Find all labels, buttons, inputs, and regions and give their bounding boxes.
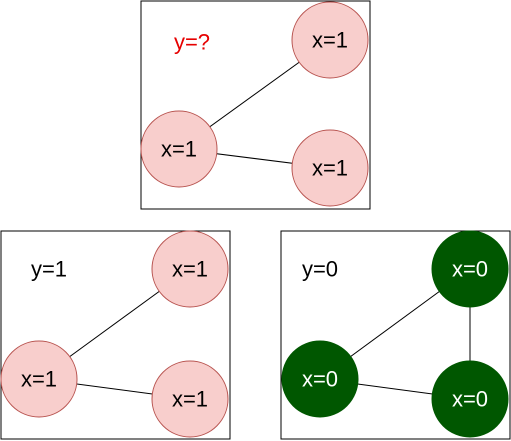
y-label: y=1 bbox=[31, 257, 67, 282]
graph-node: x=1 bbox=[291, 129, 369, 207]
panel-bottom-right: y=0 x=0 x=0 x=0 bbox=[280, 230, 511, 440]
node-label: x=0 bbox=[452, 387, 488, 412]
node-circle bbox=[0, 340, 78, 418]
graph-node: x=1 bbox=[140, 110, 218, 188]
graph-node: x=1 bbox=[291, 1, 369, 79]
node-label: x=1 bbox=[21, 367, 57, 392]
node-circle bbox=[140, 110, 218, 188]
graph-node: x=1 bbox=[151, 360, 229, 438]
node-label: x=1 bbox=[161, 137, 197, 162]
node-label: x=1 bbox=[172, 257, 208, 282]
node-circle bbox=[151, 230, 229, 308]
node-label: x=0 bbox=[452, 257, 488, 282]
node-label: x=0 bbox=[302, 367, 338, 392]
graph-node: x=1 bbox=[151, 230, 229, 308]
node-label: x=1 bbox=[312, 28, 348, 53]
graph-node: x=0 bbox=[431, 360, 509, 438]
panel-bottom-left: y=1 x=1 x=1 x=1 bbox=[0, 230, 231, 440]
graph-node: x=1 bbox=[0, 340, 78, 418]
panel-top: y=? x=1 x=1 x=1 bbox=[140, 0, 371, 210]
y-label: y=0 bbox=[302, 257, 338, 282]
graph-node: x=0 bbox=[281, 340, 359, 418]
node-circle bbox=[431, 230, 509, 308]
node-circle bbox=[151, 360, 229, 438]
node-circle bbox=[281, 340, 359, 418]
node-circle bbox=[431, 360, 509, 438]
node-circle bbox=[291, 129, 369, 207]
graph-node: x=0 bbox=[431, 230, 509, 308]
y-label: y=? bbox=[174, 30, 210, 55]
node-label: x=1 bbox=[172, 387, 208, 412]
node-label: x=1 bbox=[312, 156, 348, 181]
node-circle bbox=[291, 1, 369, 79]
